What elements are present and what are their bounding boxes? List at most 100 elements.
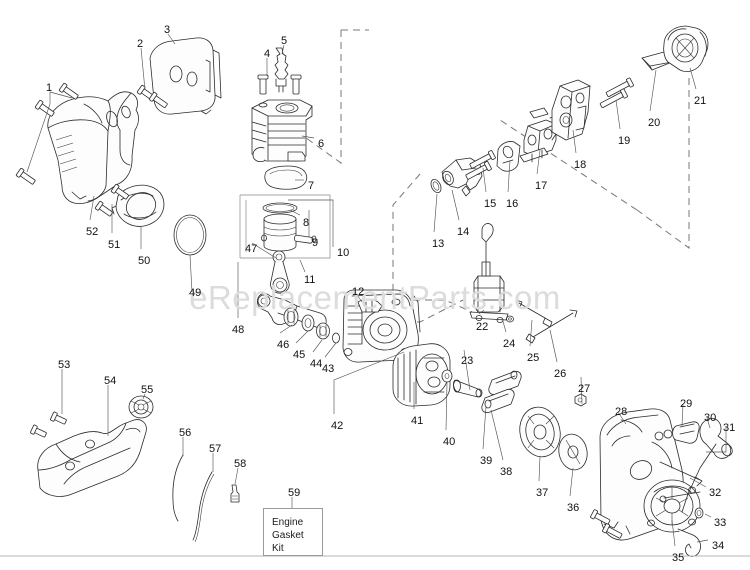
callout-number-nut-clutch: 27 <box>578 383 591 395</box>
part-ignition-coil <box>469 223 509 323</box>
part-starter-rope <box>681 443 717 513</box>
part-piston-pin <box>294 234 317 244</box>
callout-number-carburetor: 17 <box>535 180 548 192</box>
callout-number-stop-switch-wire: 26 <box>554 368 567 380</box>
callout-number-air-filter-base: 18 <box>574 159 587 171</box>
callout-number-air-filter-element: 20 <box>648 117 661 129</box>
callout-number-o-ring-intake: 13 <box>432 238 445 250</box>
callout-number-clutch-washer: 36 <box>567 502 580 514</box>
callout-number-cylinder-assembly: 6 <box>318 138 325 150</box>
callout-leader-lines <box>26 33 727 547</box>
callout-number-primer-bulb-housing: 50 <box>138 255 151 267</box>
engine-gasket-kit-box: Engine Gasket Kit <box>263 508 323 556</box>
callout-number-screw-coil: 24 <box>503 338 516 350</box>
part-cylinder-gasket <box>264 165 308 190</box>
callout-number-piston-kit: 10 <box>337 247 350 259</box>
part-circlip <box>332 332 340 344</box>
part-spacer-bushing <box>453 379 483 398</box>
callout-number-crankcase-assembly: 42 <box>331 420 344 432</box>
part-piston-ring <box>262 202 298 214</box>
part-cylinder-assembly <box>251 99 313 163</box>
part-fuel-tank <box>37 419 147 497</box>
callout-number-piston-pin: 9 <box>312 237 319 249</box>
callout-number-fuel-tank: 54 <box>104 375 117 387</box>
callout-number-engine-gasket-kit: 59 <box>288 487 301 499</box>
callout-number-intake-manifold: 14 <box>457 226 470 238</box>
part-connecting-rod <box>270 250 290 294</box>
part-screw-air-filter-cover <box>599 77 634 108</box>
part-fuel-cap <box>128 395 154 419</box>
part-rope-guide <box>654 421 700 444</box>
callout-number-screw-spark-plug-bracket: 4 <box>264 48 271 60</box>
part-bearing-main <box>283 307 299 327</box>
callout-number-oil-seal: 45 <box>293 349 306 361</box>
part-screw-muffler <box>136 84 168 108</box>
callout-number-clutch-spring: 39 <box>480 455 493 467</box>
callout-number-engine-shroud: 52 <box>86 226 99 238</box>
part-washer <box>441 369 453 383</box>
part-engine-shroud <box>47 91 139 204</box>
callout-number-starter-housing: 28 <box>615 406 628 418</box>
part-o-ring-intake <box>430 178 442 194</box>
callout-number-flywheel: 41 <box>411 415 424 427</box>
part-carburetor-gasket <box>496 141 521 172</box>
part-screw-coil <box>506 315 514 323</box>
callout-number-carburetor-screw: 15 <box>484 198 497 210</box>
part-air-filter-base <box>551 79 591 141</box>
callout-number-screw-fuel-tank: 53 <box>58 359 71 371</box>
callout-number-fuel-line-long: 57 <box>209 443 222 455</box>
callout-number-washer: 40 <box>443 436 456 448</box>
callout-number-carburetor-gasket: 16 <box>506 198 519 210</box>
callout-number-spark-plug: 5 <box>281 35 288 47</box>
callout-number-fuel-filter: 58 <box>234 458 247 470</box>
callout-number-spacer-bushing: 23 <box>461 355 474 367</box>
callout-number-screw-primer: 51 <box>108 239 121 251</box>
part-piston <box>261 213 297 252</box>
callout-number-screw-set-air-filter: 1 <box>46 82 53 94</box>
callout-number-starter-pulley: 35 <box>672 552 685 564</box>
callout-number-crankshaft: 11 <box>304 274 316 286</box>
part-crankcase <box>342 289 421 363</box>
part-fuel-filter <box>230 484 240 503</box>
callout-number-air-filter-cover: 21 <box>694 95 707 107</box>
callout-number-screw-air-filter-cover: 19 <box>618 135 631 147</box>
callout-number-clutch-shoe: 38 <box>500 466 513 478</box>
callout-number-clutch-drum: 37 <box>536 487 549 499</box>
callout-number-ground-wire: 25 <box>527 352 540 364</box>
callout-number-bearing-small: 44 <box>310 358 323 370</box>
callout-number-connecting-rod: 47 <box>245 243 258 255</box>
callout-number-o-ring-large: 49 <box>189 287 202 299</box>
callout-number-rope-guide: 29 <box>680 398 693 410</box>
part-clutch-shoe <box>481 370 522 414</box>
part-o-ring-large <box>173 214 207 256</box>
part-starter-housing <box>599 408 703 541</box>
engine-gasket-kit-label: Engine Gasket Kit <box>272 517 304 554</box>
callout-number-recoil-spring: 34 <box>712 540 725 552</box>
part-clutch-drum <box>519 406 561 458</box>
part-screw-fuel-tank <box>30 411 67 438</box>
callout-number-starter-rope: 31 <box>723 422 736 434</box>
part-oil-seal <box>301 314 315 332</box>
part-screw-set-air-filter <box>15 82 79 185</box>
part-carburetor <box>519 107 562 163</box>
callout-number-crank-assembly: 48 <box>232 324 245 336</box>
part-muffler-cover <box>149 37 222 115</box>
part-starter-handle <box>699 418 733 459</box>
part-ground-wire <box>515 299 553 328</box>
part-fuel-line-long <box>192 471 215 543</box>
callout-number-bearing-main: 46 <box>277 339 290 351</box>
part-clutch-washer <box>558 433 588 471</box>
part-nut-clutch <box>574 393 587 407</box>
part-carburetor-screw <box>465 150 496 180</box>
part-screw-primer <box>94 183 129 217</box>
part-screw-housing <box>590 509 623 539</box>
callout-number-fuel-cap: 55 <box>141 384 154 396</box>
part-air-filter-cover <box>663 25 709 72</box>
callout-number-cylinder-gasket: 7 <box>308 180 315 192</box>
callout-number-screw-starter: 32 <box>709 487 722 499</box>
part-spark-plug <box>274 47 289 93</box>
callout-number-piston-ring: 8 <box>303 217 310 229</box>
part-bearing-small <box>316 322 330 340</box>
